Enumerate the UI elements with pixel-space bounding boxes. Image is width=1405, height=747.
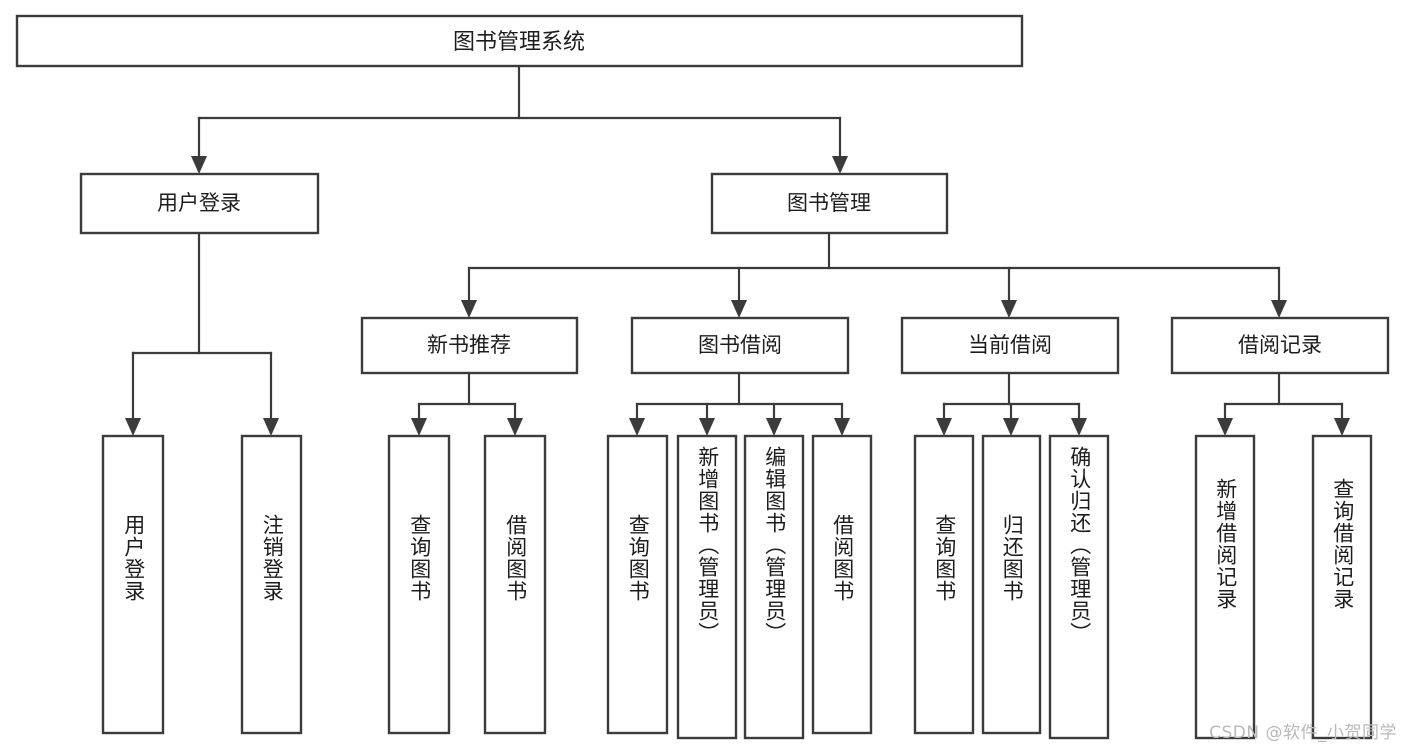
node-book-borrow[interactable]: 图书借阅 [630,316,850,375]
leaf-group-new-book-recommend [387,434,547,735]
leaf-box-user-login-1[interactable] [101,434,165,735]
node-new-book-recommend[interactable]: 新书推荐 [360,316,579,375]
connector-currentborrow-to-leaves [942,371,1081,424]
connector-root-to-level2 [197,64,842,162]
node-root-label: 图书管理系统 [453,30,585,55]
connector-bookmgmt-to-level3 [467,231,1281,306]
node-user-login[interactable]: 用户登录 [79,172,320,235]
arrowheads [125,156,1350,436]
leaf-box-records-1[interactable] [1194,434,1256,740]
leaf-box-bookborrow-4[interactable] [811,434,873,735]
leaf-box-user-login-2[interactable] [240,434,303,735]
leaf-box-bookborrow-2[interactable] [676,434,738,740]
leaf-group-current-borrow [913,434,1110,740]
leaf-box-bookborrow-1[interactable] [606,434,669,735]
node-root[interactable]: 图书管理系统 [15,14,1024,68]
leaf-box-currentborrow-1[interactable] [913,434,975,735]
connector-newbook-to-leaves [417,371,517,424]
node-book-borrow-label: 图书借阅 [698,333,782,357]
node-current-borrow[interactable]: 当前借阅 [900,316,1120,375]
node-book-management-label: 图书管理 [787,191,871,215]
connector-records-to-leaves [1223,371,1344,424]
leaf-group-borrow-records [1194,434,1373,740]
leaf-box-newbook-2[interactable] [483,434,547,735]
node-borrow-records[interactable]: 借阅记录 [1170,316,1390,375]
connector-userlogin-to-leaves [131,231,273,424]
leaf-group-user-login [101,434,303,735]
leaf-box-currentborrow-2[interactable] [981,434,1042,735]
leaf-group-book-borrow [606,434,873,740]
leaf-box-currentborrow-3[interactable] [1048,434,1110,740]
leaf-box-newbook-1[interactable] [387,434,451,735]
leaf-box-bookborrow-3[interactable] [743,434,805,740]
leaf-box-records-2[interactable] [1311,434,1373,740]
node-borrow-records-label: 借阅记录 [1238,333,1322,357]
node-new-book-recommend-label: 新书推荐 [427,333,511,357]
node-current-borrow-label: 当前借阅 [968,333,1052,357]
node-book-management[interactable]: 图书管理 [710,172,949,235]
csdn-watermark: CSDN @软件_小贺同学 [1209,723,1397,743]
node-user-login-label: 用户登录 [157,191,241,215]
connector-bookborrow-to-leaves [635,371,844,424]
